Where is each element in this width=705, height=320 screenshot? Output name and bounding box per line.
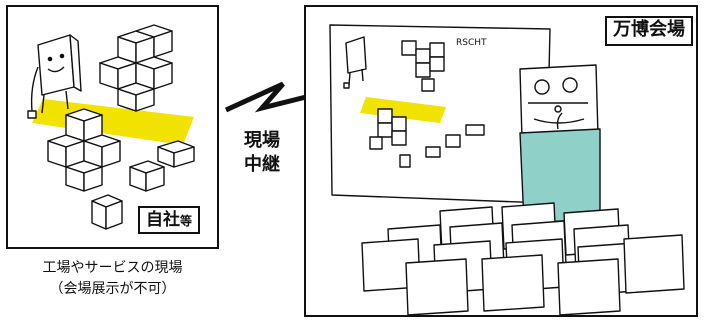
on-site-tag-small: 等 xyxy=(180,214,193,228)
expo-venue-illustration: RSCHT xyxy=(329,24,685,316)
robot-body xyxy=(37,34,75,96)
on-site-caption-line2: （会場展示が不可） xyxy=(49,281,176,297)
expo-venue-panel: RSCHT xyxy=(304,5,698,317)
relay-label-line2: 中継 xyxy=(244,154,280,175)
on-site-tag: 自社等 xyxy=(138,206,201,234)
speaker-robot xyxy=(519,64,599,154)
audience-chairs xyxy=(361,202,685,316)
on-site-scene-panel xyxy=(6,5,219,249)
on-site-caption-line1: 工場やサービスの現場 xyxy=(42,260,183,276)
relay-label-line1: 現場 xyxy=(244,130,280,151)
on-site-scene-illustration xyxy=(27,24,195,230)
yellow-floor-track xyxy=(32,99,194,145)
expo-venue-tag: 万博会場 xyxy=(605,16,693,46)
cube-stack-bottom xyxy=(47,108,121,192)
on-site-tag-main: 自社 xyxy=(146,210,180,230)
cube-stack-top xyxy=(99,24,173,112)
screen-text: RSCHT xyxy=(456,38,487,48)
